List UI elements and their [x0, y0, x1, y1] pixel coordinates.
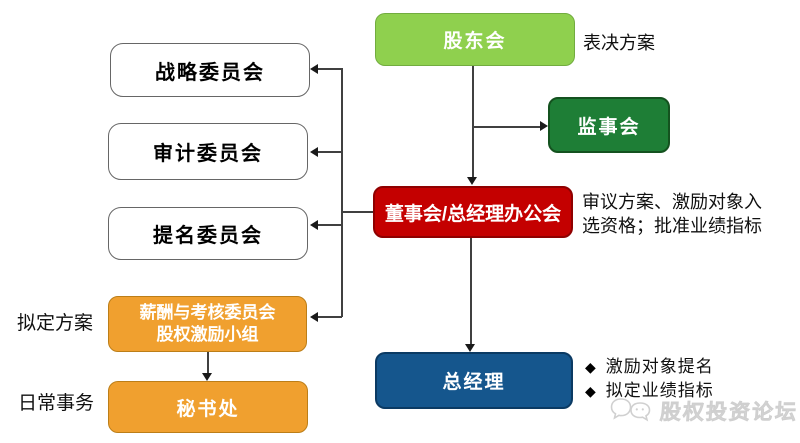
diamond-bullet-icon: ◆: [585, 383, 596, 399]
node-secretariat: 秘书处: [108, 381, 308, 433]
node-strategy-committee: 战略委员会: [110, 43, 310, 97]
connector-shareholders-to-board: [472, 66, 474, 178]
node-compensation-committee: 薪酬与考核委员会 股权激励小组: [108, 296, 307, 352]
connector-committee-trunk: [341, 68, 343, 317]
connector-to-strategy: [318, 68, 342, 70]
node-supervisory-board: 监事会: [548, 97, 670, 153]
connector-compensation-to-secretariat: [207, 352, 209, 374]
label-daily-affairs: 日常事务: [18, 393, 95, 414]
connector-to-nomination: [318, 224, 342, 226]
diamond-bullet-icon: ◆: [585, 359, 596, 375]
bullet-item: ◆ 拟定业绩指标: [585, 379, 714, 403]
arrowhead-left-strategy: [310, 64, 318, 74]
bullet-text: 拟定业绩指标: [605, 381, 714, 400]
node-board-gm-office: 董事会/总经理办公会: [373, 186, 573, 238]
arrowhead-right-supervisory: [540, 121, 548, 131]
gm-bullet-list: ◆ 激励对象提名 ◆ 拟定业绩指标: [585, 355, 714, 403]
note-board-duties: 审议方案、激励对象入 选资格；批准业绩指标: [582, 190, 762, 238]
arrowhead-left-nomination: [310, 220, 318, 230]
bullet-text: 激励对象提名: [605, 357, 714, 376]
arrowhead-left-audit: [310, 147, 318, 157]
note-vote-plan: 表决方案: [583, 33, 655, 53]
connector-to-compensation: [318, 316, 342, 318]
node-nomination-committee: 提名委员会: [108, 207, 308, 260]
arrowhead-left-compensation: [310, 312, 318, 322]
connector-to-supervisory: [473, 126, 540, 128]
watermark-text: 股权投资论坛: [659, 401, 799, 425]
speech-bubble-icon: [610, 396, 654, 426]
connector-board-to-gm: [470, 238, 472, 345]
compensation-committee-line2: 股权激励小组: [156, 325, 259, 344]
watermark: 股权投资论坛: [610, 396, 799, 426]
note-board-duties-line2: 选资格；批准业绩指标: [582, 216, 762, 236]
node-audit-committee: 审计委员会: [108, 123, 308, 180]
arrowhead-down-gm: [465, 344, 475, 352]
node-shareholders-meeting: 股东会: [375, 13, 575, 66]
connector-to-audit: [318, 151, 342, 153]
node-general-manager: 总经理: [375, 352, 573, 409]
bullet-item: ◆ 激励对象提名: [585, 355, 714, 379]
label-draft-plan: 拟定方案: [17, 313, 94, 334]
note-board-duties-line1: 审议方案、激励对象入: [582, 192, 762, 212]
arrowhead-down-board: [467, 177, 477, 185]
arrowhead-down-secretariat: [202, 373, 212, 381]
compensation-committee-line1: 薪酬与考核委员会: [139, 303, 276, 322]
connector-board-to-trunk: [341, 211, 374, 213]
